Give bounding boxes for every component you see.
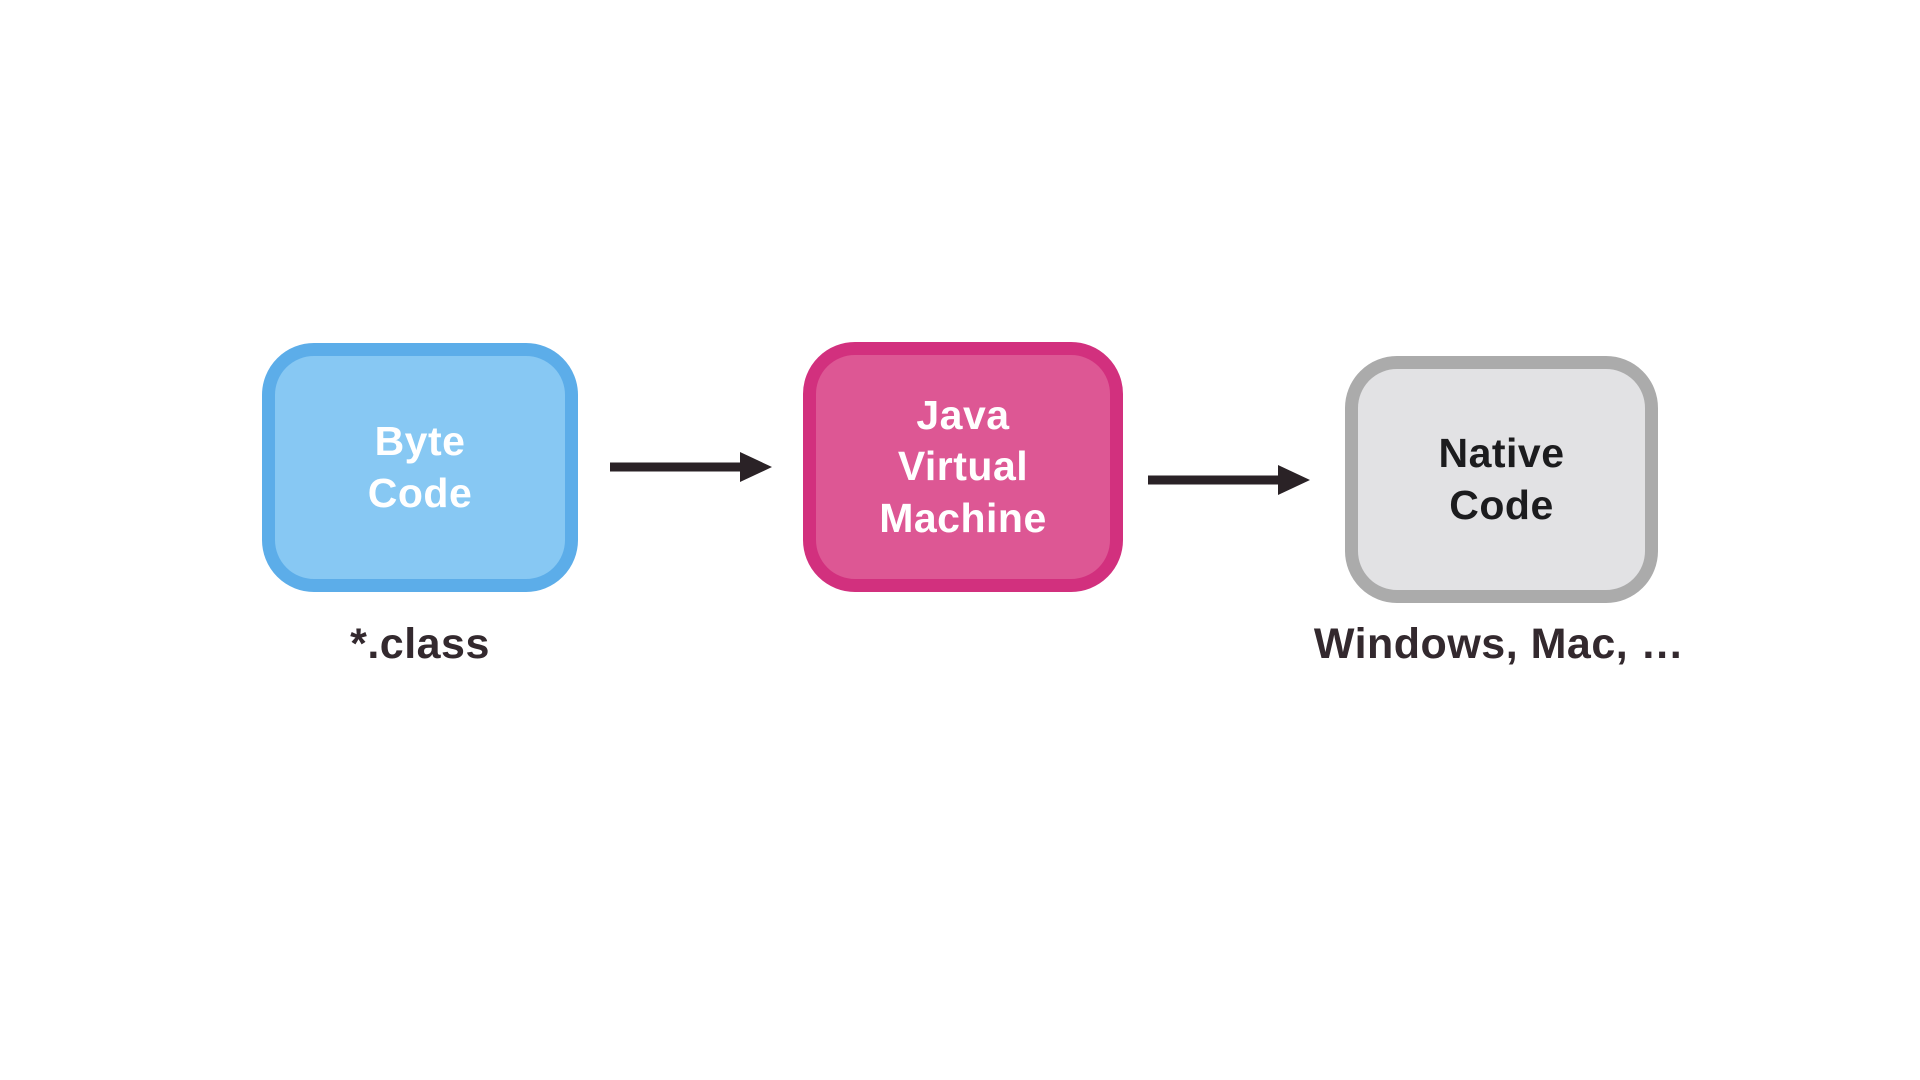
caption-native-code-platforms: Windows, Mac, … xyxy=(1313,620,1685,668)
arrow-byte-code-to-jvm xyxy=(610,452,772,482)
caption-byte-code-file-extension: *.class xyxy=(350,620,490,668)
node-byte-code: Byte Code xyxy=(262,343,578,592)
node-native-code: Native Code xyxy=(1345,356,1658,603)
arrow-shaft xyxy=(610,462,744,472)
arrow-shaft xyxy=(1148,475,1282,485)
node-byte-code-label: Byte Code xyxy=(367,418,473,516)
node-java-virtual-machine-label: Java Virtual Machine xyxy=(879,392,1047,541)
arrow-head-icon xyxy=(1278,465,1310,495)
node-native-code-label: Native Code xyxy=(1438,430,1565,528)
node-java-virtual-machine: Java Virtual Machine xyxy=(803,342,1123,592)
arrow-jvm-to-native-code xyxy=(1148,465,1310,495)
arrow-head-icon xyxy=(740,452,772,482)
